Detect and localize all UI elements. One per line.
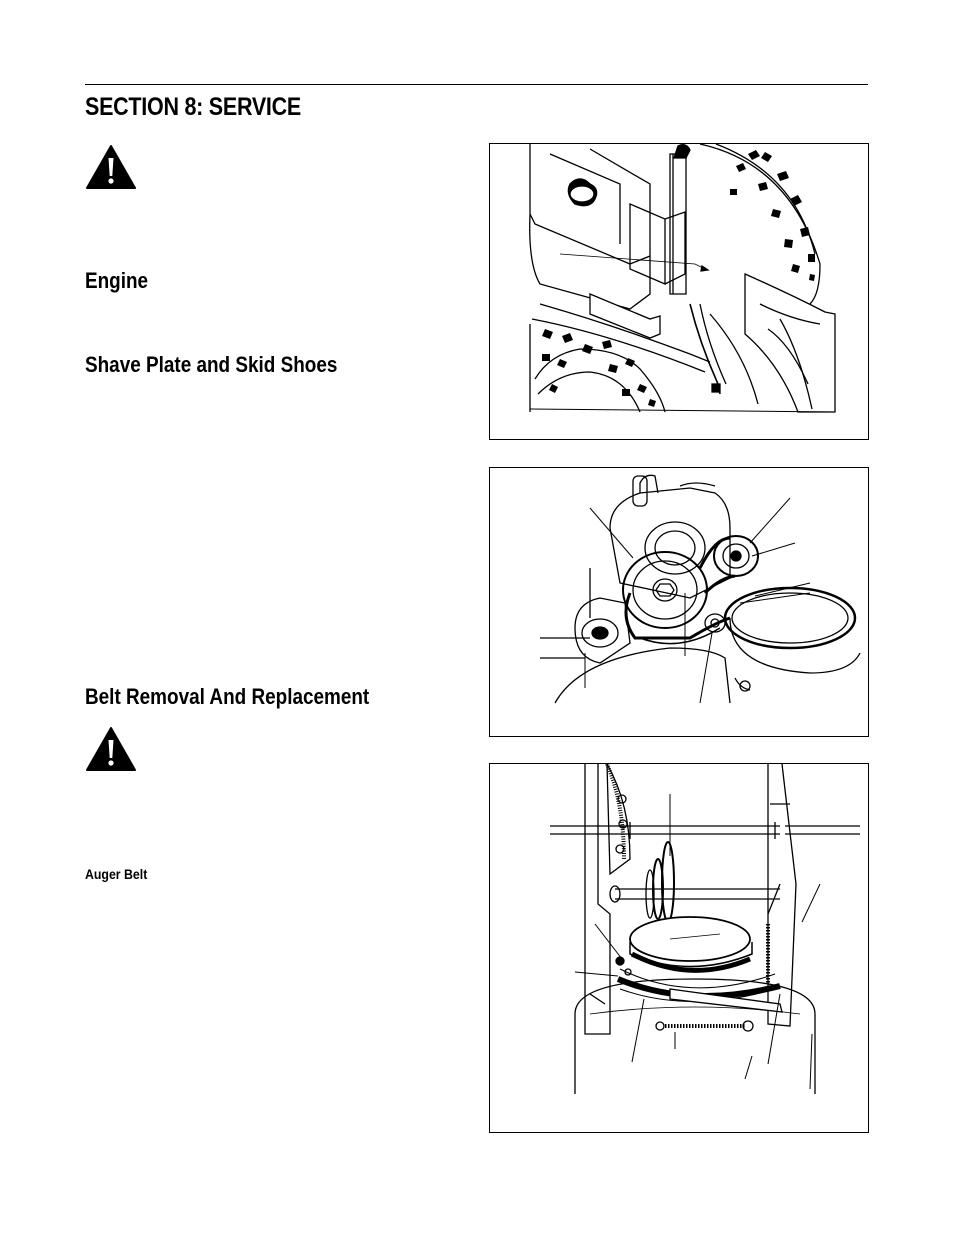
figure-belt-pulleys: [489, 467, 869, 737]
warning-icon: [86, 145, 136, 189]
auger-frame-illustration: [550, 764, 860, 1094]
header-rule: [85, 84, 868, 85]
belt-removal-heading: Belt Removal And Replacement: [85, 684, 370, 709]
section-title: SECTION 8: SERVICE: [85, 93, 301, 121]
engine-heading: Engine: [85, 268, 149, 293]
warning-icon: [86, 727, 136, 771]
figure-auger-frame: [489, 763, 869, 1133]
figure-engine: [489, 143, 869, 440]
engine-illustration: [529, 144, 836, 413]
shave-plate-heading: Shave Plate and Skid Shoes: [85, 352, 338, 377]
belt-pulley-illustration: [540, 474, 861, 704]
auger-belt-subheading: Auger Belt: [85, 866, 148, 882]
